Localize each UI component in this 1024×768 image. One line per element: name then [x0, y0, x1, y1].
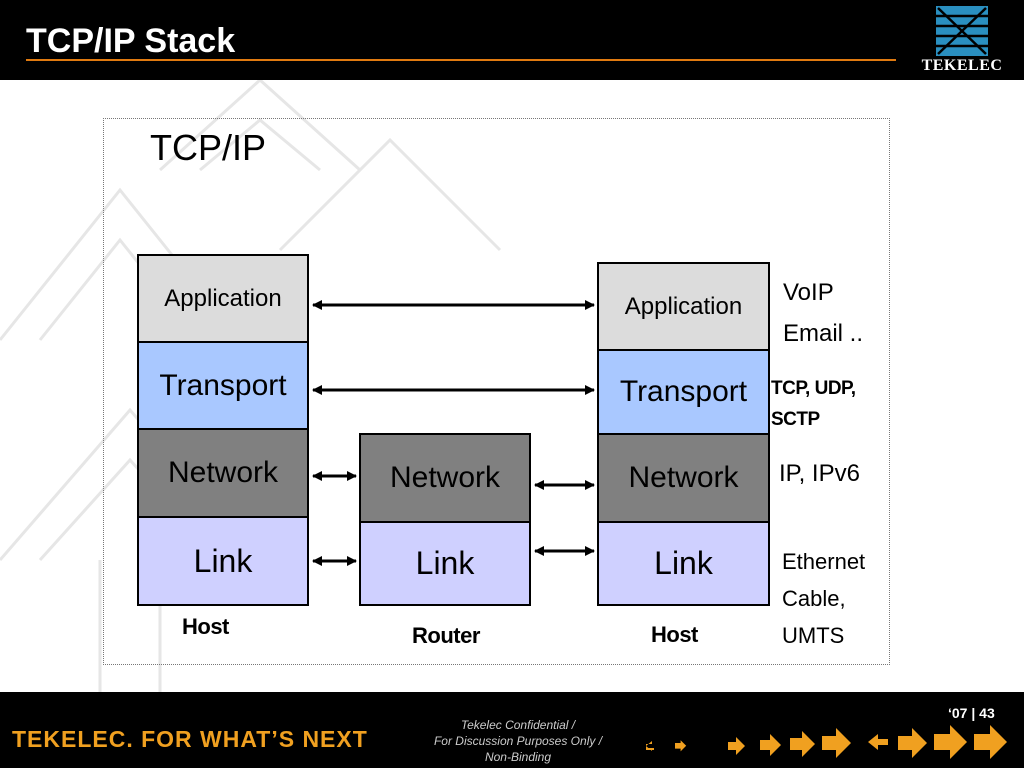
layer-label: Network	[167, 456, 279, 489]
router-caption: Router	[412, 623, 480, 648]
footer-slogan: TEKELEC. FOR WHAT’S NEXT	[12, 726, 368, 752]
footer-bar	[0, 692, 1024, 768]
application-protocols: VoIP Email ..	[783, 272, 863, 354]
page-number: ‘07 | 43	[948, 705, 995, 721]
protocol-note: Email ..	[783, 320, 864, 347]
title-underline	[26, 59, 896, 61]
protocol-note: UMTS	[782, 623, 845, 648]
diagram-heading: TCP/IP	[150, 127, 267, 168]
transport-protocols: TCP, UDP, SCTP	[771, 373, 856, 435]
protocol-note: VoIP	[783, 279, 834, 306]
protocol-note: IP, IPv6	[779, 460, 860, 487]
protocol-note: Cable,	[782, 586, 846, 611]
host-right-application-layer: Application	[597, 262, 770, 351]
host-left-link-layer: Link	[137, 516, 309, 606]
layer-label: Link	[654, 545, 713, 581]
confidential-notice: Tekelec Confidential / For Discussion Pu…	[418, 717, 618, 765]
tekelec-logo-icon	[936, 6, 988, 56]
host-left-network-layer: Network	[137, 428, 309, 518]
layer-label: Link	[193, 542, 253, 579]
link-protocols: Ethernet Cable, UMTS	[782, 543, 865, 654]
footer-arrow-decoration	[646, 725, 1007, 759]
host-right-transport-layer: Transport	[597, 349, 770, 435]
layer-label: Network	[389, 461, 501, 494]
header-bar: TCP/IP Stack TEKELEC	[0, 0, 1024, 80]
confidential-line: For Discussion Purposes Only /	[433, 734, 603, 748]
protocol-note: SCTP	[771, 409, 820, 430]
protocol-note: TCP, UDP,	[771, 378, 856, 399]
host-left-transport-layer: Transport	[137, 341, 309, 430]
confidential-line: Non-Binding	[484, 750, 552, 764]
host-right-caption: Host	[651, 622, 698, 647]
layer-label: Network	[628, 461, 739, 494]
layer-label: Application	[624, 292, 743, 320]
layer-label: Link	[415, 545, 475, 581]
layer-label: Transport	[619, 375, 748, 408]
network-protocols: IP, IPv6	[779, 460, 860, 488]
router-link-layer: Link	[359, 521, 531, 606]
host-left-caption: Host	[182, 614, 229, 639]
layer-label: Transport	[159, 368, 287, 402]
background-arrow-pattern	[0, 80, 502, 692]
logo-wordmark: TEKELEC	[921, 57, 1003, 74]
router-network-layer: Network	[359, 433, 531, 523]
host-right-network-layer: Network	[597, 433, 770, 523]
slide-title: TCP/IP Stack	[26, 22, 236, 60]
confidential-line: Tekelec Confidential /	[460, 718, 576, 732]
tekelec-logo: TEKELEC	[920, 4, 1004, 76]
host-left-application-layer: Application	[137, 254, 309, 343]
protocol-note: Ethernet	[782, 549, 866, 574]
host-right-link-layer: Link	[597, 521, 770, 606]
diagram-frame	[103, 118, 890, 665]
layer-label: Application	[164, 284, 282, 312]
